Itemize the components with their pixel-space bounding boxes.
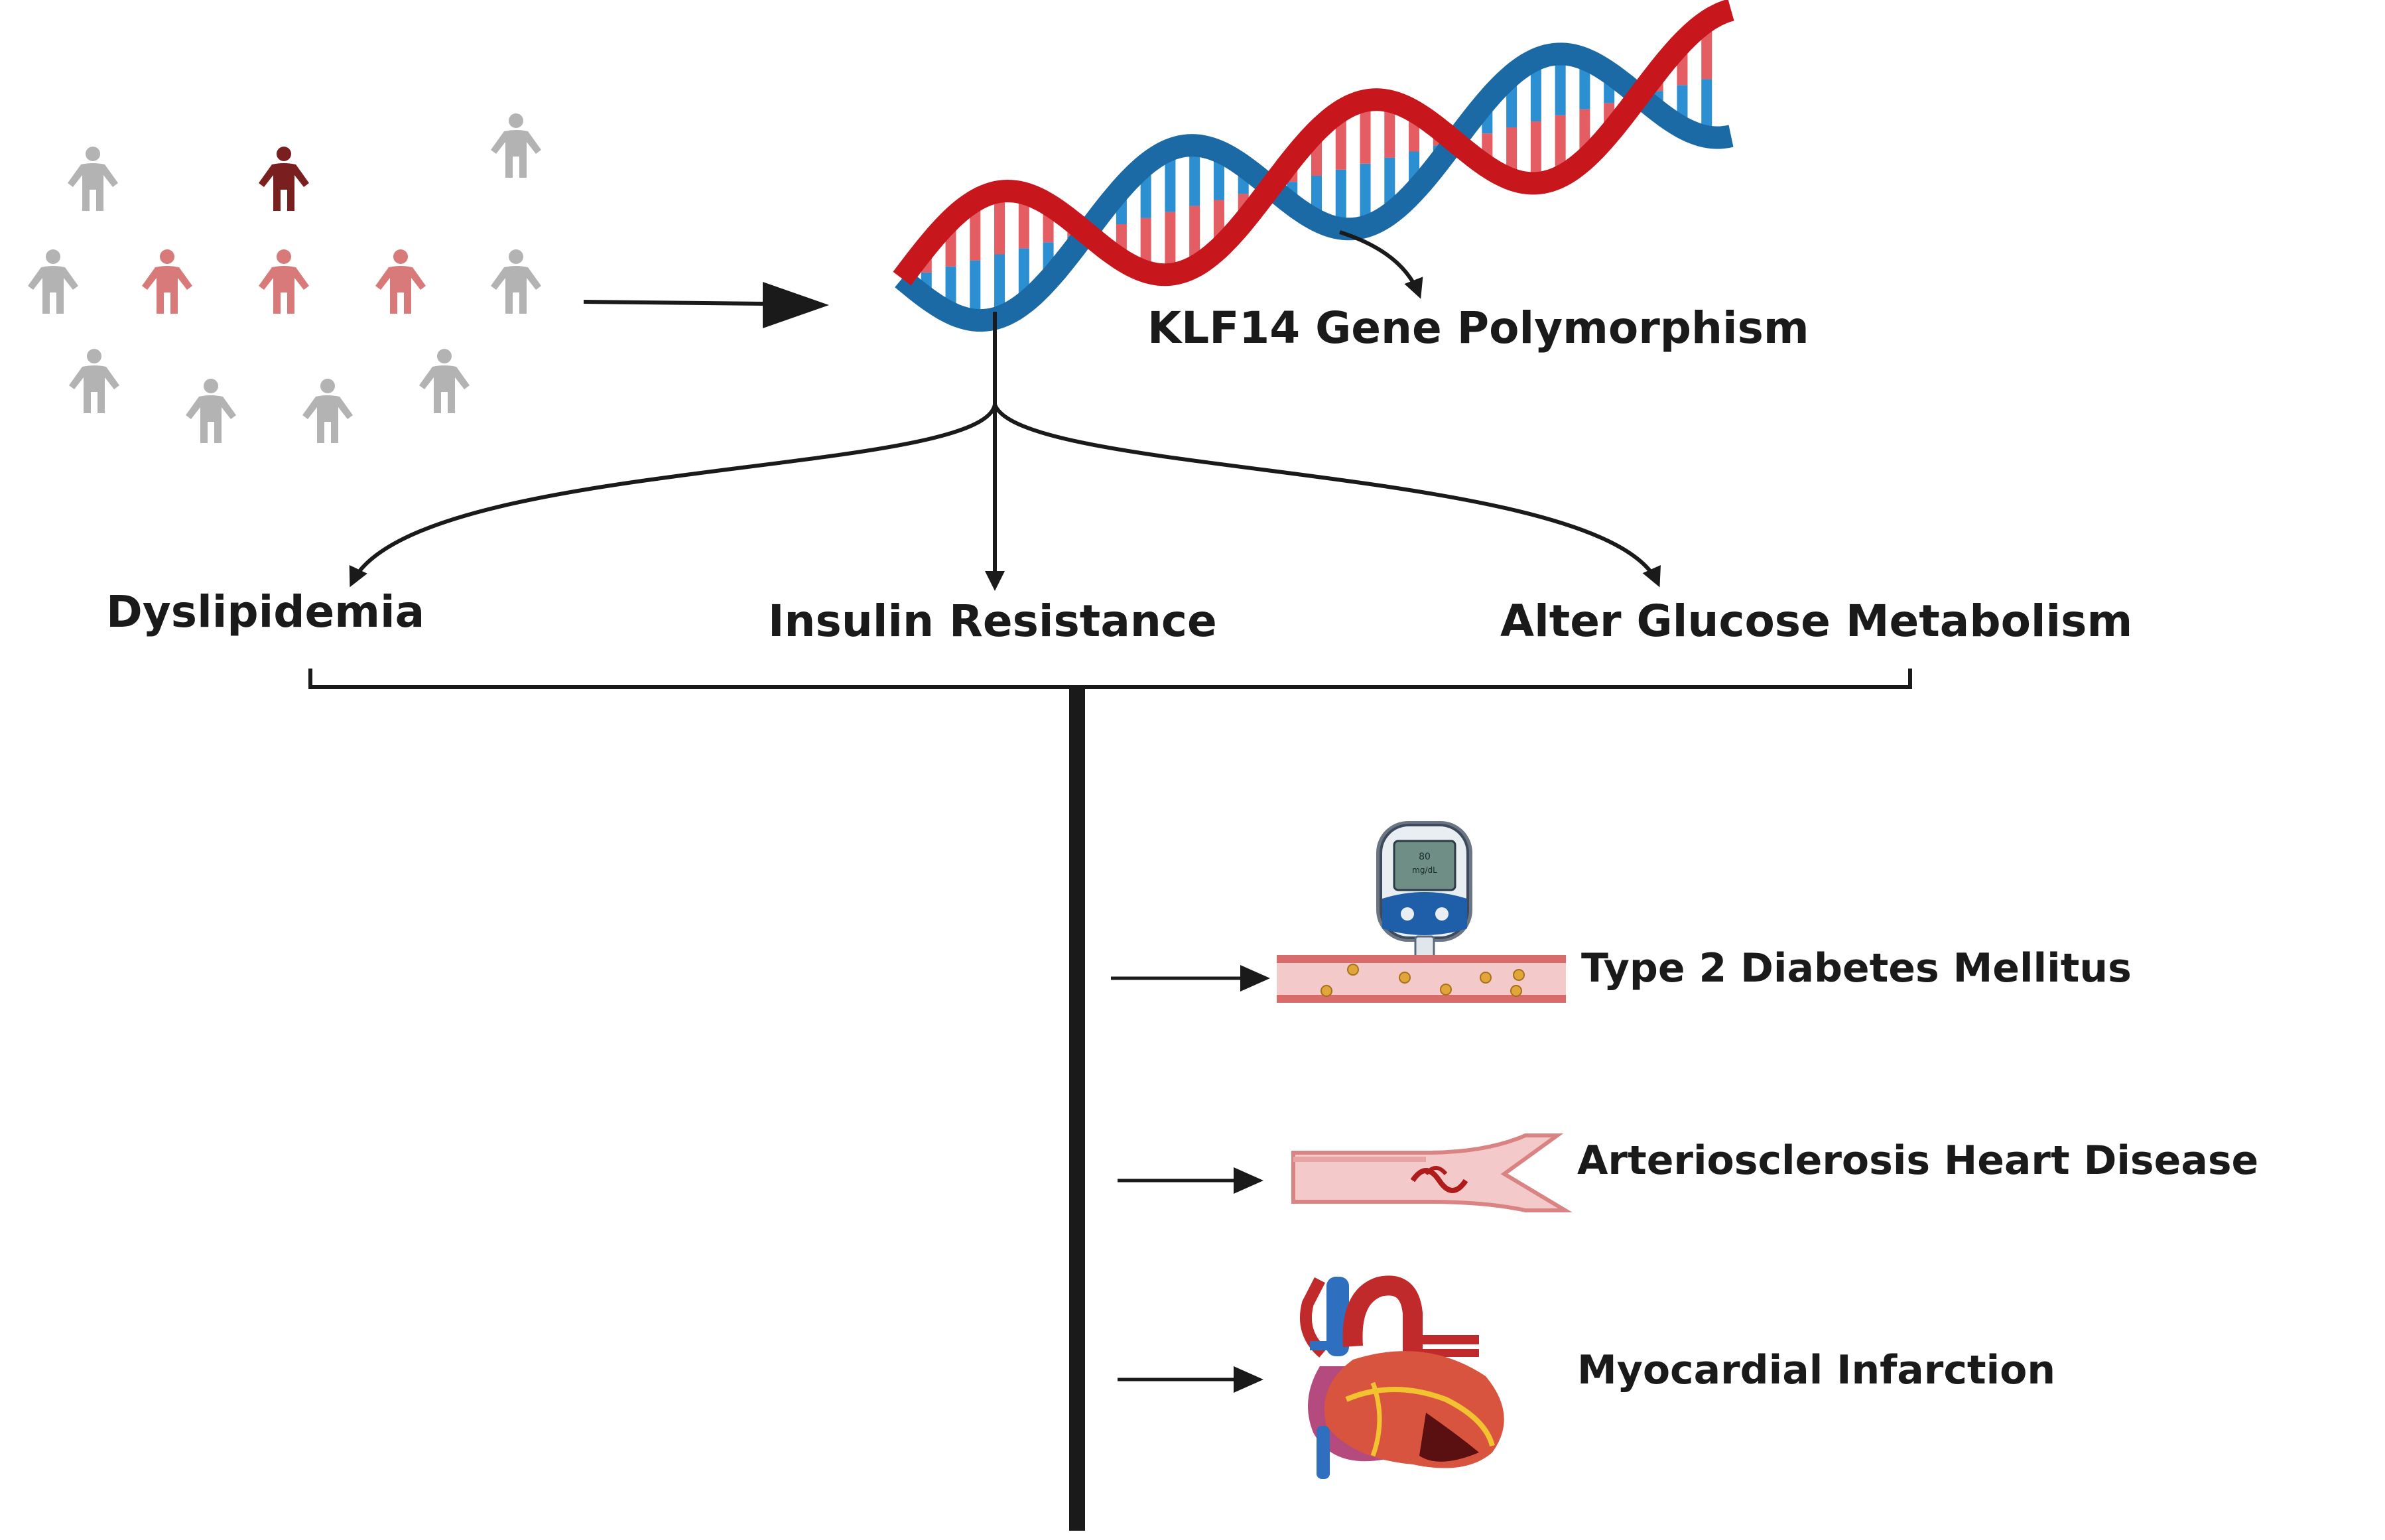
person-icon [491, 113, 541, 178]
glucose-metabolism-label: Alter Glucose Metabolism [1500, 596, 2133, 647]
person-icon [186, 379, 236, 443]
effects-bracket [308, 669, 1912, 689]
glucometer-icon: 80 mg/dL [1376, 821, 1472, 970]
person-icon [28, 249, 78, 314]
person-icon [375, 249, 426, 314]
person-icon [142, 249, 192, 314]
person-icon [259, 147, 309, 211]
person-icon [69, 349, 119, 413]
dyslipidemia-label: Dyslipidemia [106, 586, 425, 637]
dna-helix-icon [893, 0, 1734, 332]
glucometer-unit: mg/dL [1412, 866, 1437, 875]
type2-diabetes-label: Type 2 Diabetes Mellitus [1581, 945, 2132, 992]
gene-label: KLF14 Gene Polymorphism [1147, 302, 1809, 353]
population-to-dna-arrow [583, 282, 829, 328]
person-icon [68, 147, 118, 211]
ahd-arrow [1118, 1167, 1263, 1194]
arteriosclerosis-label: Arteriosclerosis Heart Disease [1577, 1137, 2259, 1184]
mi-arrow [1118, 1366, 1263, 1393]
blood-vessel-icon [1277, 955, 1566, 1003]
t2d-arrow [1111, 965, 1270, 992]
myocardial-infarction-label: Myocardial Infarction [1577, 1347, 2056, 1393]
person-icon [419, 349, 470, 413]
person-icon [491, 249, 541, 314]
narrowed-artery-icon [1291, 1133, 1573, 1212]
heart-icon [1300, 1275, 1504, 1479]
population-icon [28, 113, 541, 443]
person-icon [302, 379, 353, 443]
person-icon [259, 249, 309, 314]
glucometer-reading: 80 [1419, 852, 1431, 862]
branch-lines [349, 312, 1661, 591]
insulin-resistance-label: Insulin Resistance [768, 596, 1217, 647]
dna-to-gene-arrow [1339, 230, 1423, 299]
